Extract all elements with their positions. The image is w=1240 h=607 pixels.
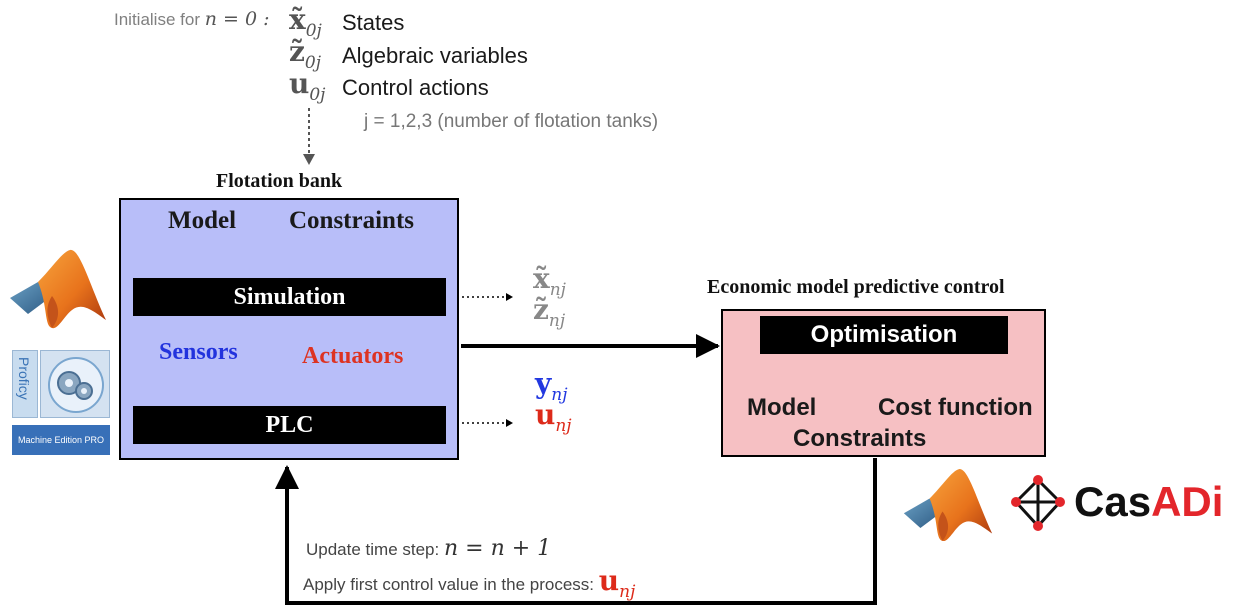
proficy-gears-tile [40,350,110,418]
matlab-icon [903,469,993,542]
machine-edition-bar: Machine Edition PRO [12,425,110,455]
alg-label: Algebraic variables [342,43,528,68]
init-label-text: Initialise for [114,10,200,29]
flotation-title: Flotation bank [216,170,343,192]
actuators-label: Actuators [302,343,404,369]
flotation-model: Model [168,207,237,234]
ctrl-symbol: u0j [289,67,326,106]
casadi-cas: Cas [1074,478,1152,525]
update-step-eq: n = n + 1 [443,536,552,561]
proficy-logo: Proficy Machine Edition PRO [12,350,110,455]
proficy-text-tile: Proficy [12,350,38,418]
casadi-logo: CasADi [1008,474,1233,534]
empc-constraints: Constraints [793,425,927,452]
casadi-adi: ADi [1151,478,1224,525]
casadi-wordmark: CasADi [1074,478,1223,526]
output-u: unj [535,398,572,437]
ctrl-label: Control actions [342,75,489,100]
casadi-icon [1011,475,1065,531]
proficy-gears-icon [48,357,104,413]
alg-symbol: z̃0j [289,35,321,74]
optimisation-bar: Optimisation [760,316,1008,354]
output-x: x̃nj [533,262,566,301]
states-symbol: x̃0j [289,3,322,42]
output-z: z̃nj [533,293,566,332]
sensors-label: Sensors [159,339,238,365]
flotation-constraints: Constraints [289,207,415,234]
output-y: ynj [535,367,568,406]
simulation-bar: Simulation [133,278,446,316]
init-label: Initialise for n = 0 : [114,8,269,30]
matlab-icon [10,249,106,329]
empc-title: Economic model predictive control [707,276,1005,298]
plc-bar: PLC [133,406,446,444]
proficy-text: Proficy [16,357,32,400]
apply-control-label: Apply first control value in the process… [303,575,595,594]
j-note: j = 1,2,3 (number of flotation tanks) [364,111,659,132]
update-step-label: Update time step: [306,540,440,559]
states-label: States [342,10,405,35]
update-step: Update time step: n = n + 1 [306,536,551,561]
apply-control: Apply first control value in the process… [303,564,636,603]
feedback-loop-arrow [275,458,877,605]
init-condition: n = 0 : [204,8,270,30]
empc-model: Model [747,394,817,421]
empc-cost-function: Cost function [878,394,1033,421]
